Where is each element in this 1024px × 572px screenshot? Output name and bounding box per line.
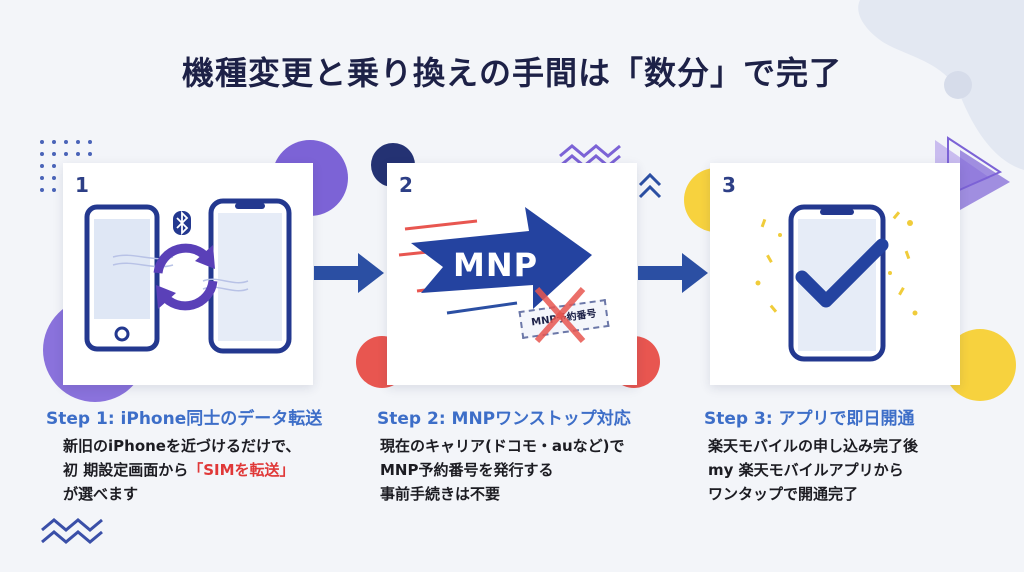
step-number: 3 <box>722 173 736 197</box>
description-line: my 楽天モバイルアプリから <box>708 461 904 479</box>
step-2-title: Step 2: MNPワンストップ対応 <box>377 409 631 429</box>
description-line: が選べます <box>63 485 139 503</box>
mnp-arrow-label: MNP <box>453 246 539 284</box>
step-1-title: Step 1: iPhone同士のデータ転送 <box>46 409 323 429</box>
bluetooth-icon <box>173 210 191 236</box>
step-2-card: MNP MNP予約番号 2 <box>387 163 637 385</box>
step-1-description: 新旧のiPhoneを近づけるだけで、 初 期設定画面から「SIMを転送」 が選べ… <box>63 434 300 506</box>
step-3-description: 楽天モバイルの申し込み完了後 my 楽天モバイルアプリから ワンタップで開通完了 <box>708 434 918 506</box>
description-line: 新旧のiPhoneを近づけるだけで、 <box>63 437 301 455</box>
description-line: MNP予約番号を発行する <box>380 461 554 479</box>
step-number: 1 <box>75 173 89 197</box>
page-title: 機種変更と乗り換えの手間は「数分」で完了 <box>181 54 842 92</box>
step-3-title: Step 3: アプリで即日開通 <box>704 409 915 429</box>
step-number: 2 <box>399 173 413 197</box>
description-line: 初 期設定画面から「SIMを転送」 <box>63 461 295 479</box>
arrow-right-icon <box>314 253 384 293</box>
sync-icon <box>153 243 218 311</box>
description-line: 事前手続きは不要 <box>380 485 501 503</box>
arrow-right-icon <box>638 253 708 293</box>
step-3-card: 3 <box>710 163 960 385</box>
phone-transfer-illustration <box>84 198 292 354</box>
mnp-arrow-illustration <box>398 207 592 315</box>
description-line: 楽天モバイルの申し込み完了後 <box>708 437 919 455</box>
checkmark-icon <box>795 238 889 308</box>
x-mark-icon <box>534 287 586 343</box>
step-2-description: 現在のキャリア(ドコモ・auなど)で MNP予約番号を発行する 事前手続きは不要 <box>380 434 625 506</box>
step-1-card: 1 <box>63 163 313 385</box>
description-line: 現在のキャリア(ドコモ・auなど)で <box>380 437 625 455</box>
description-line: ワンタップで開通完了 <box>708 485 859 503</box>
sim-transfer-highlight: 「SIMを転送」 <box>188 461 295 479</box>
